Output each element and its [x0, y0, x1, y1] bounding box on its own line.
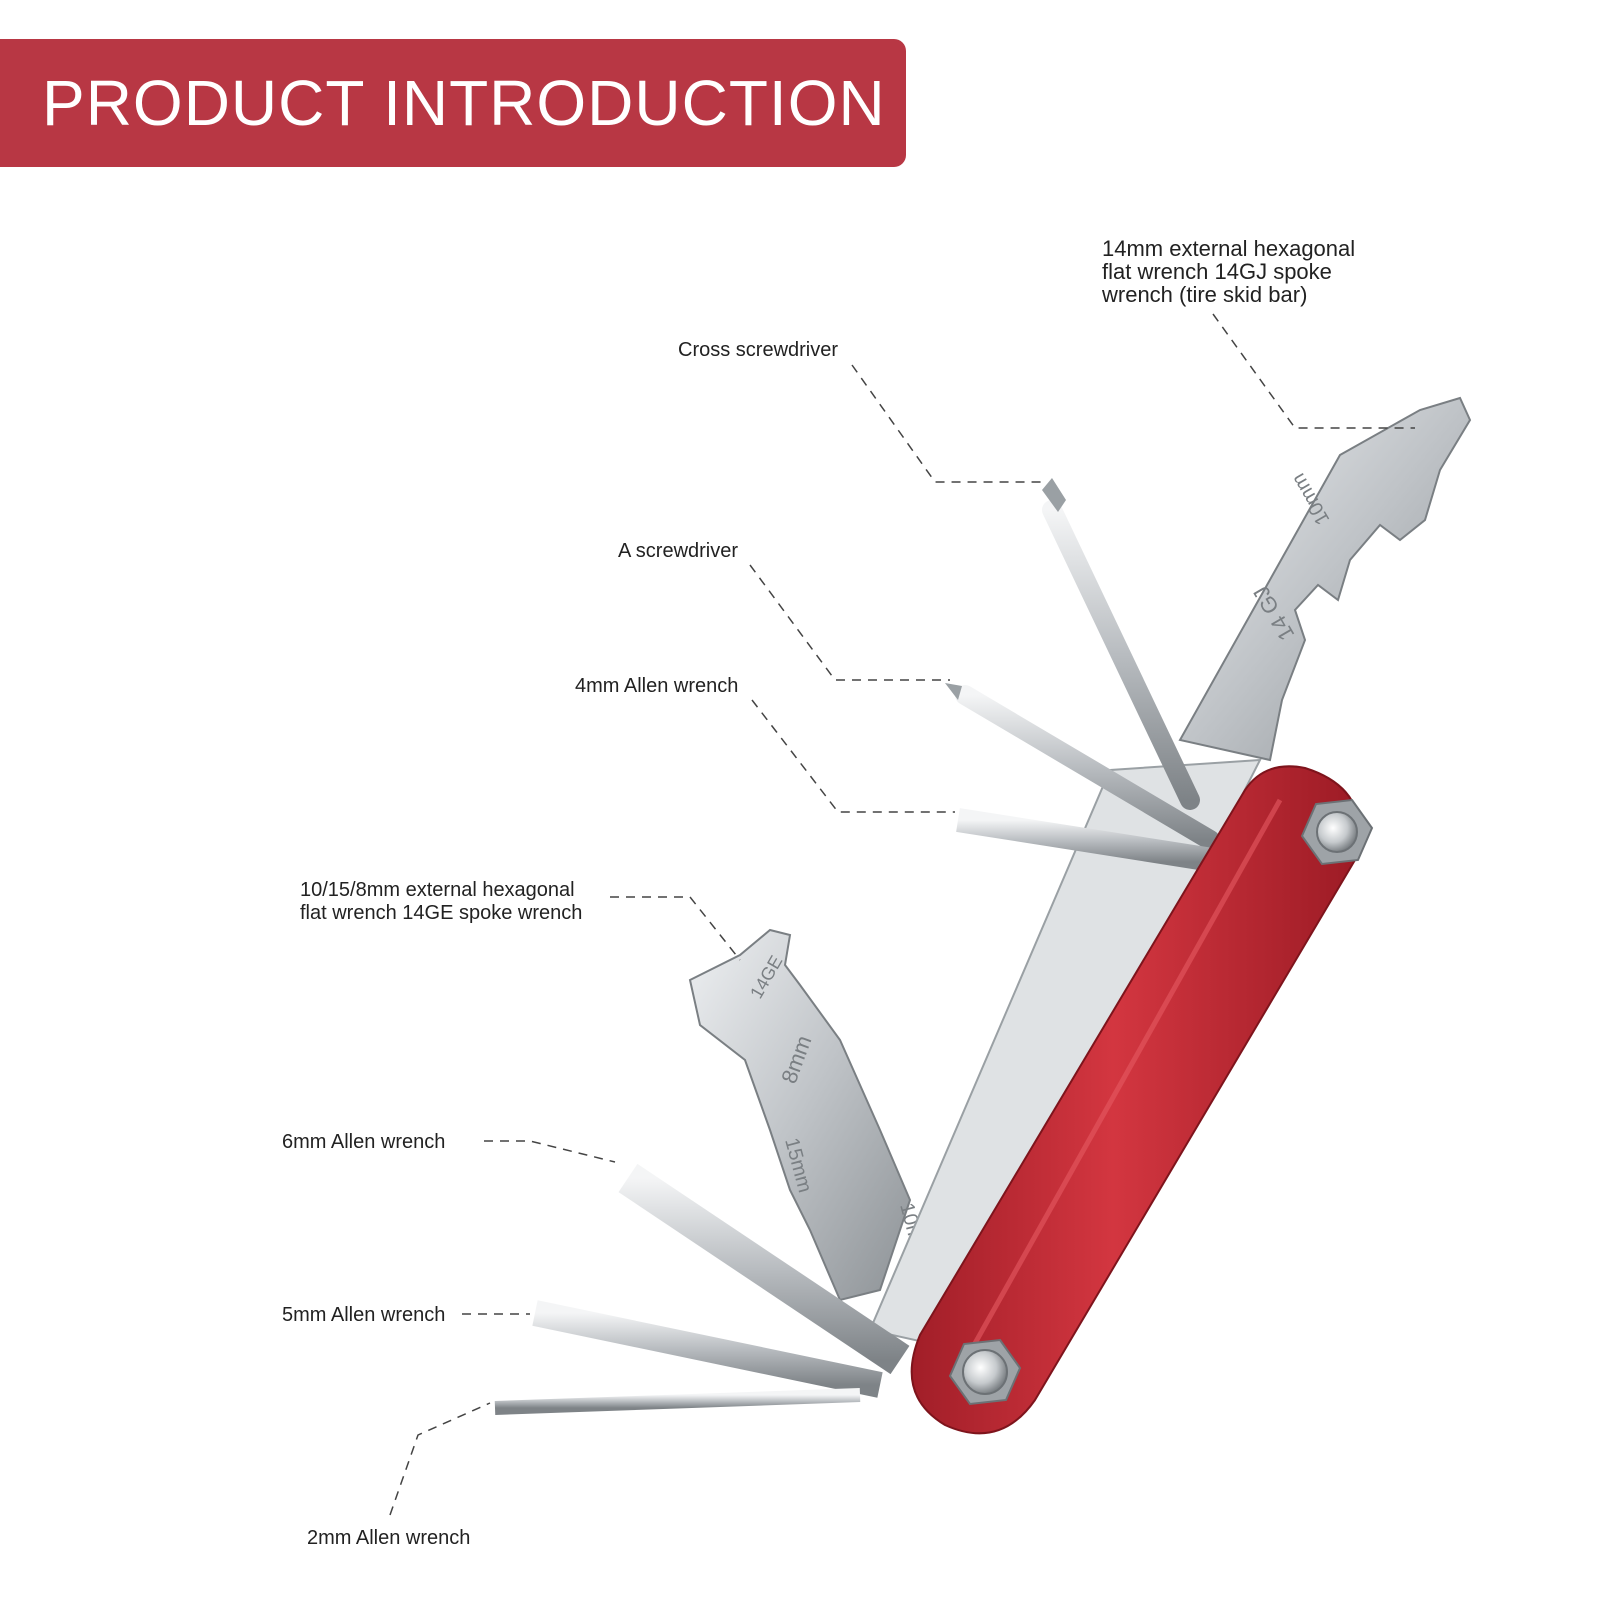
leader-lines: [389, 313, 1415, 1516]
label-allen-4mm: 4mm Allen wrench: [575, 675, 739, 697]
leader-spoke-14ge: [610, 896, 741, 961]
cross-screwdriver-shape: [1042, 478, 1200, 810]
allen-5mm-shape: [532, 1300, 883, 1398]
label-allen-5mm: 5mm Allen wrench: [282, 1304, 446, 1326]
label-allen-6mm: 6mm Allen wrench: [282, 1131, 446, 1153]
bolt-bottom: [948, 1338, 1022, 1406]
flat-screwdriver-shape: [945, 683, 1220, 850]
leader-allen-4mm: [751, 699, 955, 813]
allen-2mm-shape: [494, 1388, 861, 1415]
label-spoke-wrench-14ge: 10/15/8mm external hexagonal flat wrench…: [300, 879, 583, 924]
page-title: PRODUCT INTRODUCTION: [42, 67, 886, 139]
header-banner: PRODUCT INTRODUCTION: [0, 39, 906, 167]
leader-allen-2mm: [389, 1402, 491, 1516]
leader-cross-screwdriver: [851, 364, 1045, 483]
bolt-top: [1300, 798, 1374, 866]
label-spoke-wrench-14gj: 14mm external hexagonal flat wrench 14GJ…: [1102, 236, 1356, 307]
leader-spoke-14gj: [1212, 313, 1415, 429]
label-cross-screwdriver: Cross screwdriver: [678, 339, 839, 361]
allen-6mm-shape: [618, 1163, 910, 1375]
label-flat-screwdriver: A screwdriver: [618, 540, 739, 562]
leader-allen-6mm: [484, 1140, 616, 1163]
leader-flat-screwdriver: [749, 564, 950, 681]
allen-4mm-shape: [956, 808, 1227, 874]
spoke-wrench-14gj-shape: 10mm 14 GJ: [1178, 396, 1472, 762]
label-allen-2mm: 2mm Allen wrench: [307, 1527, 471, 1549]
